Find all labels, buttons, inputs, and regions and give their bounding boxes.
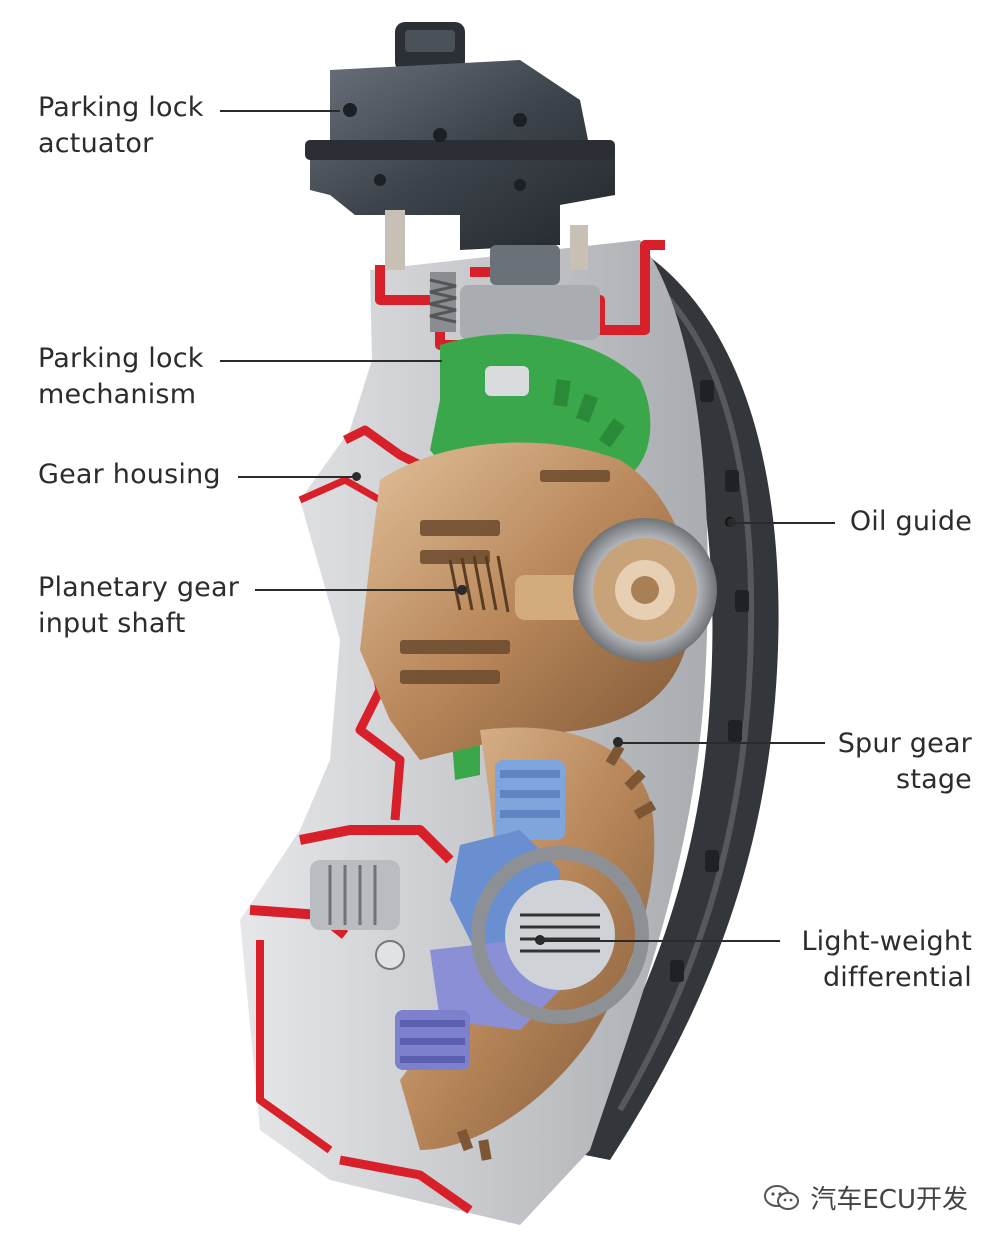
label-spur-gear-stage: Spur gear stage [838, 726, 972, 798]
label-lightweight-differential-line1: Light-weight [801, 926, 972, 957]
watermark: 汽车ECU开发 [762, 1179, 968, 1216]
leader-dot-gear-housing [352, 472, 361, 481]
parking-lock-mechanism-block [429, 272, 600, 340]
label-spur-gear-stage-line1: Spur gear [837, 728, 972, 759]
label-parking-lock-mechanism-line2: mechanism [38, 379, 197, 410]
label-spur-gear-stage-line2: stage [896, 764, 972, 795]
leader-line-gear-housing [238, 476, 356, 478]
parking-lock-actuator [305, 22, 615, 285]
leader-line-spur-gear-stage [622, 742, 825, 744]
label-parking-lock-actuator: Parking lock actuator [38, 90, 204, 162]
leader-line-parking-lock-mechanism [220, 360, 442, 362]
wechat-icon [764, 1184, 800, 1210]
left-bearing [310, 860, 405, 970]
leader-line-oil-guide [735, 522, 835, 524]
leader-dot-lightweight-differential [536, 936, 545, 945]
leader-line-planetary-gear-input-shaft [255, 589, 458, 591]
leader-dot-planetary-gear-input-shaft [458, 585, 467, 594]
watermark-text: 汽车ECU开发 [810, 1185, 968, 1215]
label-oil-guide: Oil guide [850, 504, 972, 540]
label-planetary-gear-input-shaft: Planetary gear input shaft [38, 570, 239, 642]
label-parking-lock-mechanism: Parking lock mechanism [38, 341, 204, 413]
label-planetary-gear-input-shaft-line2: input shaft [38, 608, 186, 639]
leader-line-lightweight-differential [544, 940, 780, 942]
leader-dot-spur-gear-stage [614, 738, 623, 747]
label-lightweight-differential: Light-weight differential [801, 924, 972, 996]
label-parking-lock-mechanism-line1: Parking lock [38, 343, 204, 374]
label-parking-lock-actuator-line1: Parking lock [38, 92, 204, 123]
leader-line-parking-lock-actuator [220, 110, 340, 112]
label-planetary-gear-input-shaft-line1: Planetary gear [38, 572, 240, 603]
leader-dot-oil-guide [727, 518, 736, 527]
label-parking-lock-actuator-line2: actuator [38, 128, 154, 159]
output-bearing [573, 518, 717, 662]
label-gear-housing: Gear housing [38, 457, 221, 493]
input-shaft-splines [448, 555, 510, 613]
label-oil-guide-line1: Oil guide [849, 506, 972, 537]
label-gear-housing-line1: Gear housing [38, 459, 221, 490]
differential-bearing [471, 846, 649, 1024]
label-lightweight-differential-line2: differential [822, 962, 972, 993]
